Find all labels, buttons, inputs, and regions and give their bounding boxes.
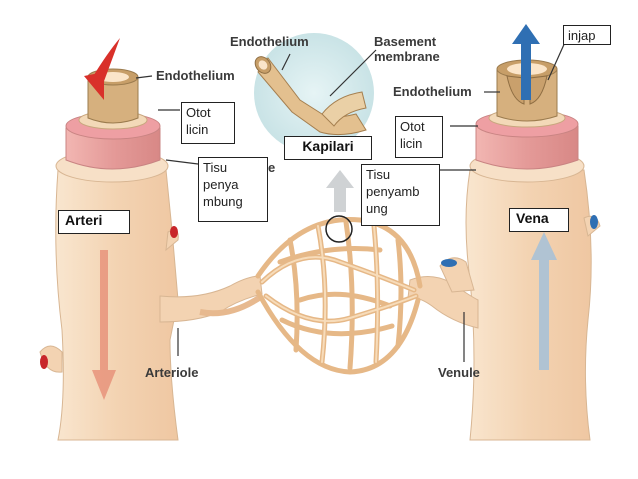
inset-capillary-lumen (258, 60, 268, 70)
tag-kapilari: Kapilari (284, 136, 372, 160)
capillary-10 (277, 246, 383, 265)
label-endothelium-top: Endothelium (230, 34, 309, 49)
tag-arteri: Arteri (58, 210, 130, 234)
artery-branch-opening-1 (170, 226, 178, 238)
leader-endothelium-top (281, 53, 291, 71)
capillary-magnifier-circle (325, 215, 353, 243)
callout-otot-licin-right: Otot licin (395, 116, 443, 158)
label-basement-membrane: Basement membrane (374, 34, 440, 64)
label-cut-letter: e (268, 160, 275, 175)
artery-smooth-muscle (65, 127, 161, 170)
artery (39, 38, 179, 441)
capillary-highlights (261, 225, 417, 363)
callout-tisu-penyambung-right: Tisu penyamb ung (361, 164, 440, 226)
capillary-2 (255, 289, 421, 375)
label-venule: Venule (438, 365, 480, 380)
leader-endothelium-left (135, 75, 153, 79)
arteriole-branch (199, 293, 264, 317)
vein-branch-opening (590, 215, 598, 229)
capillary-11 (279, 317, 395, 337)
capillary-1 (255, 216, 423, 289)
capillary-9 (395, 237, 404, 349)
artery-branch-opening-2 (40, 355, 48, 369)
vein-inner-flow-arrow (531, 232, 557, 370)
callout-tisu-penyambung-left: Tisu penya mbung (198, 157, 268, 222)
inset-pointer-arrow (326, 170, 354, 212)
arteriole (159, 275, 263, 323)
artery-outer-wall (55, 169, 179, 441)
label-arteriole: Arteriole (145, 365, 198, 380)
capillary-inset (254, 33, 374, 153)
leader-injap (547, 39, 567, 81)
vein-smooth-muscle (475, 125, 579, 170)
capillary-5 (287, 237, 300, 353)
connecting-vessels (159, 257, 479, 329)
vein-outer-wall (465, 169, 592, 441)
artery-flow-arrow-top (84, 38, 120, 100)
label-basement-membrane-line2: membrane (374, 49, 440, 64)
vein-valve-flap-right (529, 75, 548, 105)
callout-injap: injap (563, 25, 611, 45)
label-basement-membrane-line1: Basement (374, 34, 437, 49)
leader-tisu-left (165, 159, 199, 165)
tag-vena: Vena (509, 208, 569, 232)
leader-basement-membrane (329, 49, 377, 97)
vein-valve-flap-left (506, 75, 525, 105)
vein-flow-arrow-top (512, 24, 540, 100)
label-endothelium-right: Endothelium (393, 84, 472, 99)
capillary-4 (263, 293, 419, 324)
inset-capillary-branch (321, 91, 367, 127)
leader-lines (135, 39, 567, 362)
callout-otot-licin-left: Otot licin (181, 102, 235, 144)
vein (465, 24, 601, 441)
venule-tributary-opening (441, 259, 457, 267)
capillary-12 (297, 291, 393, 309)
artery-inner-flow-arrow (92, 250, 116, 400)
label-endothelium-left: Endothelium (156, 68, 235, 83)
